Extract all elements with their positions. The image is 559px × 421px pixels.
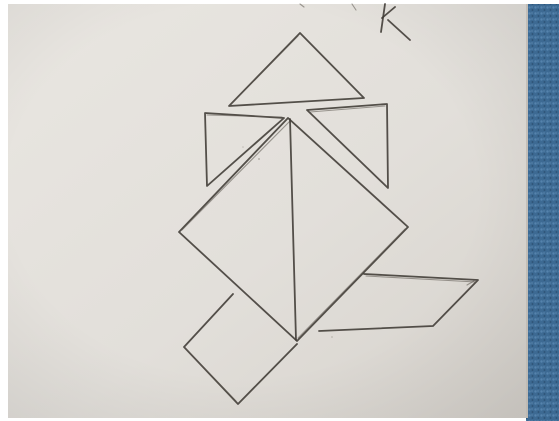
carpet-background bbox=[526, 4, 559, 421]
